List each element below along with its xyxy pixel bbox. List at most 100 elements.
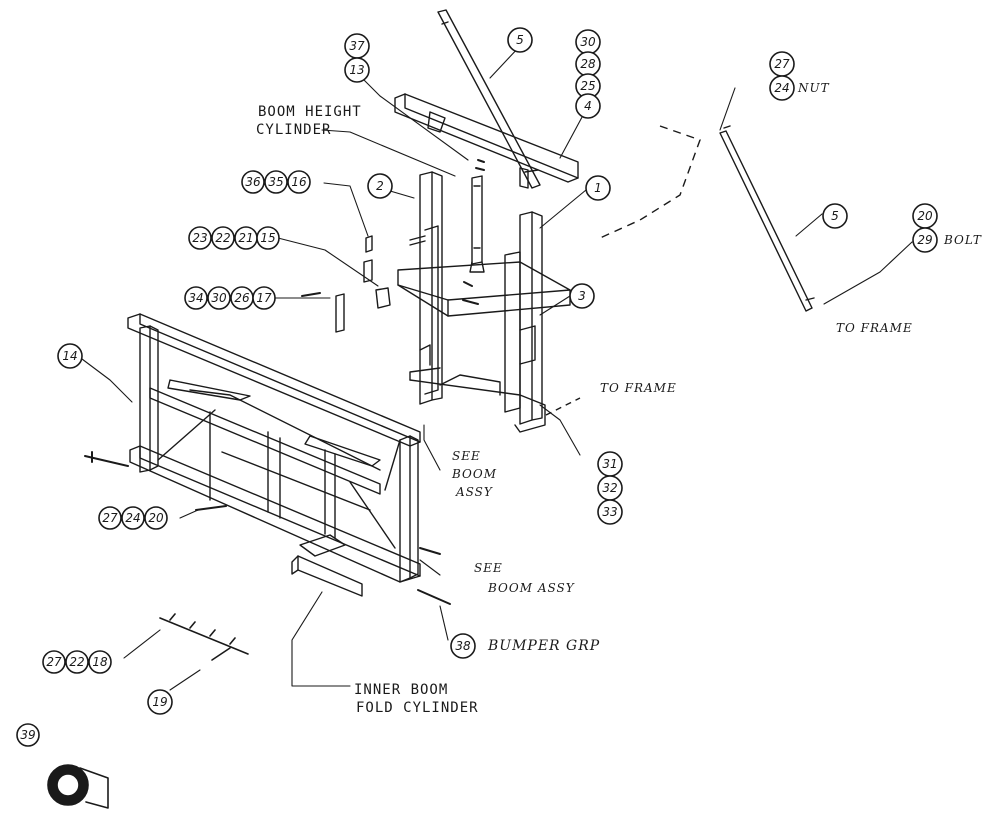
label-see-center-1: SEE — [452, 449, 481, 463]
callout-2: 2 — [367, 173, 393, 199]
callout-14: 14 — [57, 343, 83, 369]
callout-34: 34 — [184, 286, 208, 310]
callout-23: 23 — [188, 226, 212, 250]
callout-5-right: 5 — [822, 203, 848, 229]
callout-30-mid: 30 — [207, 286, 231, 310]
part-39 — [47, 764, 109, 809]
callout-17: 17 — [252, 286, 276, 310]
svg-text:17: 17 — [256, 291, 272, 305]
svg-text:13: 13 — [349, 63, 364, 77]
bolt-strip — [159, 613, 249, 661]
svg-text:25: 25 — [580, 79, 595, 93]
top-rod — [437, 9, 541, 189]
svg-text:14: 14 — [62, 349, 77, 363]
callout-29: 29 — [912, 227, 938, 253]
svg-text:34: 34 — [188, 291, 203, 305]
callout-39: 39 — [16, 723, 40, 747]
callout-1: 1 — [585, 175, 611, 201]
svg-text:5: 5 — [831, 209, 839, 223]
callout-22-top: 22 — [211, 226, 235, 250]
svg-text:20: 20 — [917, 209, 933, 223]
svg-text:24: 24 — [125, 511, 140, 525]
label-to-frame-upper: TO FRAME — [836, 321, 913, 335]
svg-text:27: 27 — [102, 511, 118, 525]
svg-text:1: 1 — [594, 181, 602, 195]
label-boom-height-1: BOOM HEIGHT — [258, 104, 362, 120]
callout-5-top: 5 — [507, 27, 533, 53]
svg-text:4: 4 — [584, 99, 592, 113]
svg-text:30: 30 — [211, 291, 227, 305]
callout-25: 25 — [575, 73, 601, 99]
callout-27-top: 27 — [769, 51, 795, 77]
svg-text:16: 16 — [291, 175, 307, 189]
svg-text:36: 36 — [245, 175, 261, 189]
callout-13: 13 — [344, 57, 370, 83]
svg-text:39: 39 — [20, 728, 35, 742]
svg-text:26: 26 — [234, 291, 250, 305]
svg-text:19: 19 — [152, 695, 167, 709]
callout-33: 33 — [597, 499, 623, 525]
svg-text:27: 27 — [774, 57, 790, 71]
label-see-center-2: BOOM — [451, 467, 497, 481]
label-inner-boom-2: FOLD CYLINDER — [356, 700, 479, 716]
svg-text:23: 23 — [192, 231, 207, 245]
right-rod — [719, 125, 815, 312]
svg-text:20: 20 — [148, 511, 164, 525]
svg-text:15: 15 — [260, 231, 275, 245]
svg-text:21: 21 — [238, 231, 253, 245]
callout-18: 18 — [88, 650, 112, 674]
callout-32: 32 — [597, 475, 623, 501]
svg-text:33: 33 — [602, 505, 617, 519]
label-see-right-2: BOOM ASSY — [487, 581, 575, 595]
label-bolt: BOLT — [943, 233, 982, 247]
svg-text:38: 38 — [455, 639, 471, 653]
callout-38: 38 — [450, 633, 476, 659]
svg-text:29: 29 — [917, 233, 932, 247]
callout-3: 3 — [569, 283, 595, 309]
svg-text:31: 31 — [602, 457, 617, 471]
label-see-center-3: ASSY — [455, 485, 493, 499]
svg-text:22: 22 — [215, 231, 230, 245]
callout-31: 31 — [597, 451, 623, 477]
callout-30-top: 30 — [575, 29, 601, 55]
svg-text:22: 22 — [69, 655, 84, 669]
svg-text:24: 24 — [774, 81, 789, 95]
callout-28: 28 — [575, 51, 601, 77]
callout-4: 4 — [575, 93, 601, 119]
svg-text:37: 37 — [349, 39, 365, 53]
svg-text:35: 35 — [268, 175, 283, 189]
callout-27-mid: 27 — [98, 506, 122, 530]
dashed-link-line — [599, 125, 701, 239]
svg-text:32: 32 — [602, 481, 617, 495]
callout-20-mid: 20 — [144, 506, 168, 530]
label-inner-boom-1: INNER BOOM — [354, 682, 448, 698]
callout-36: 36 — [241, 170, 265, 194]
callout-20-right: 20 — [912, 203, 938, 229]
label-bumper-grp: BUMPER GRP — [487, 638, 600, 654]
boom-frame — [84, 313, 451, 605]
callout-24-mid: 24 — [121, 506, 145, 530]
label-boom-height-2: CYLINDER — [256, 122, 331, 138]
bracket-parts — [301, 235, 391, 333]
svg-text:30: 30 — [580, 35, 596, 49]
lift-frame — [397, 171, 571, 433]
callout-15: 15 — [256, 226, 280, 250]
callout-26: 26 — [230, 286, 254, 310]
callout-19: 19 — [147, 689, 173, 715]
svg-text:28: 28 — [580, 57, 596, 71]
svg-text:5: 5 — [516, 33, 524, 47]
callout-27-low: 27 — [42, 650, 66, 674]
svg-text:18: 18 — [92, 655, 108, 669]
dashed-to-frame — [545, 397, 581, 416]
callout-24-top: 24 — [769, 75, 795, 101]
callout-35: 35 — [264, 170, 288, 194]
label-to-frame-lower: TO FRAME — [600, 381, 677, 395]
callout-21: 21 — [234, 226, 258, 250]
label-nut: NUT — [797, 81, 830, 95]
svg-text:3: 3 — [578, 289, 586, 303]
leader-lines — [69, 45, 913, 691]
callout-16: 16 — [287, 170, 311, 194]
top-crossbar — [394, 93, 579, 189]
callout-22-low: 22 — [65, 650, 89, 674]
